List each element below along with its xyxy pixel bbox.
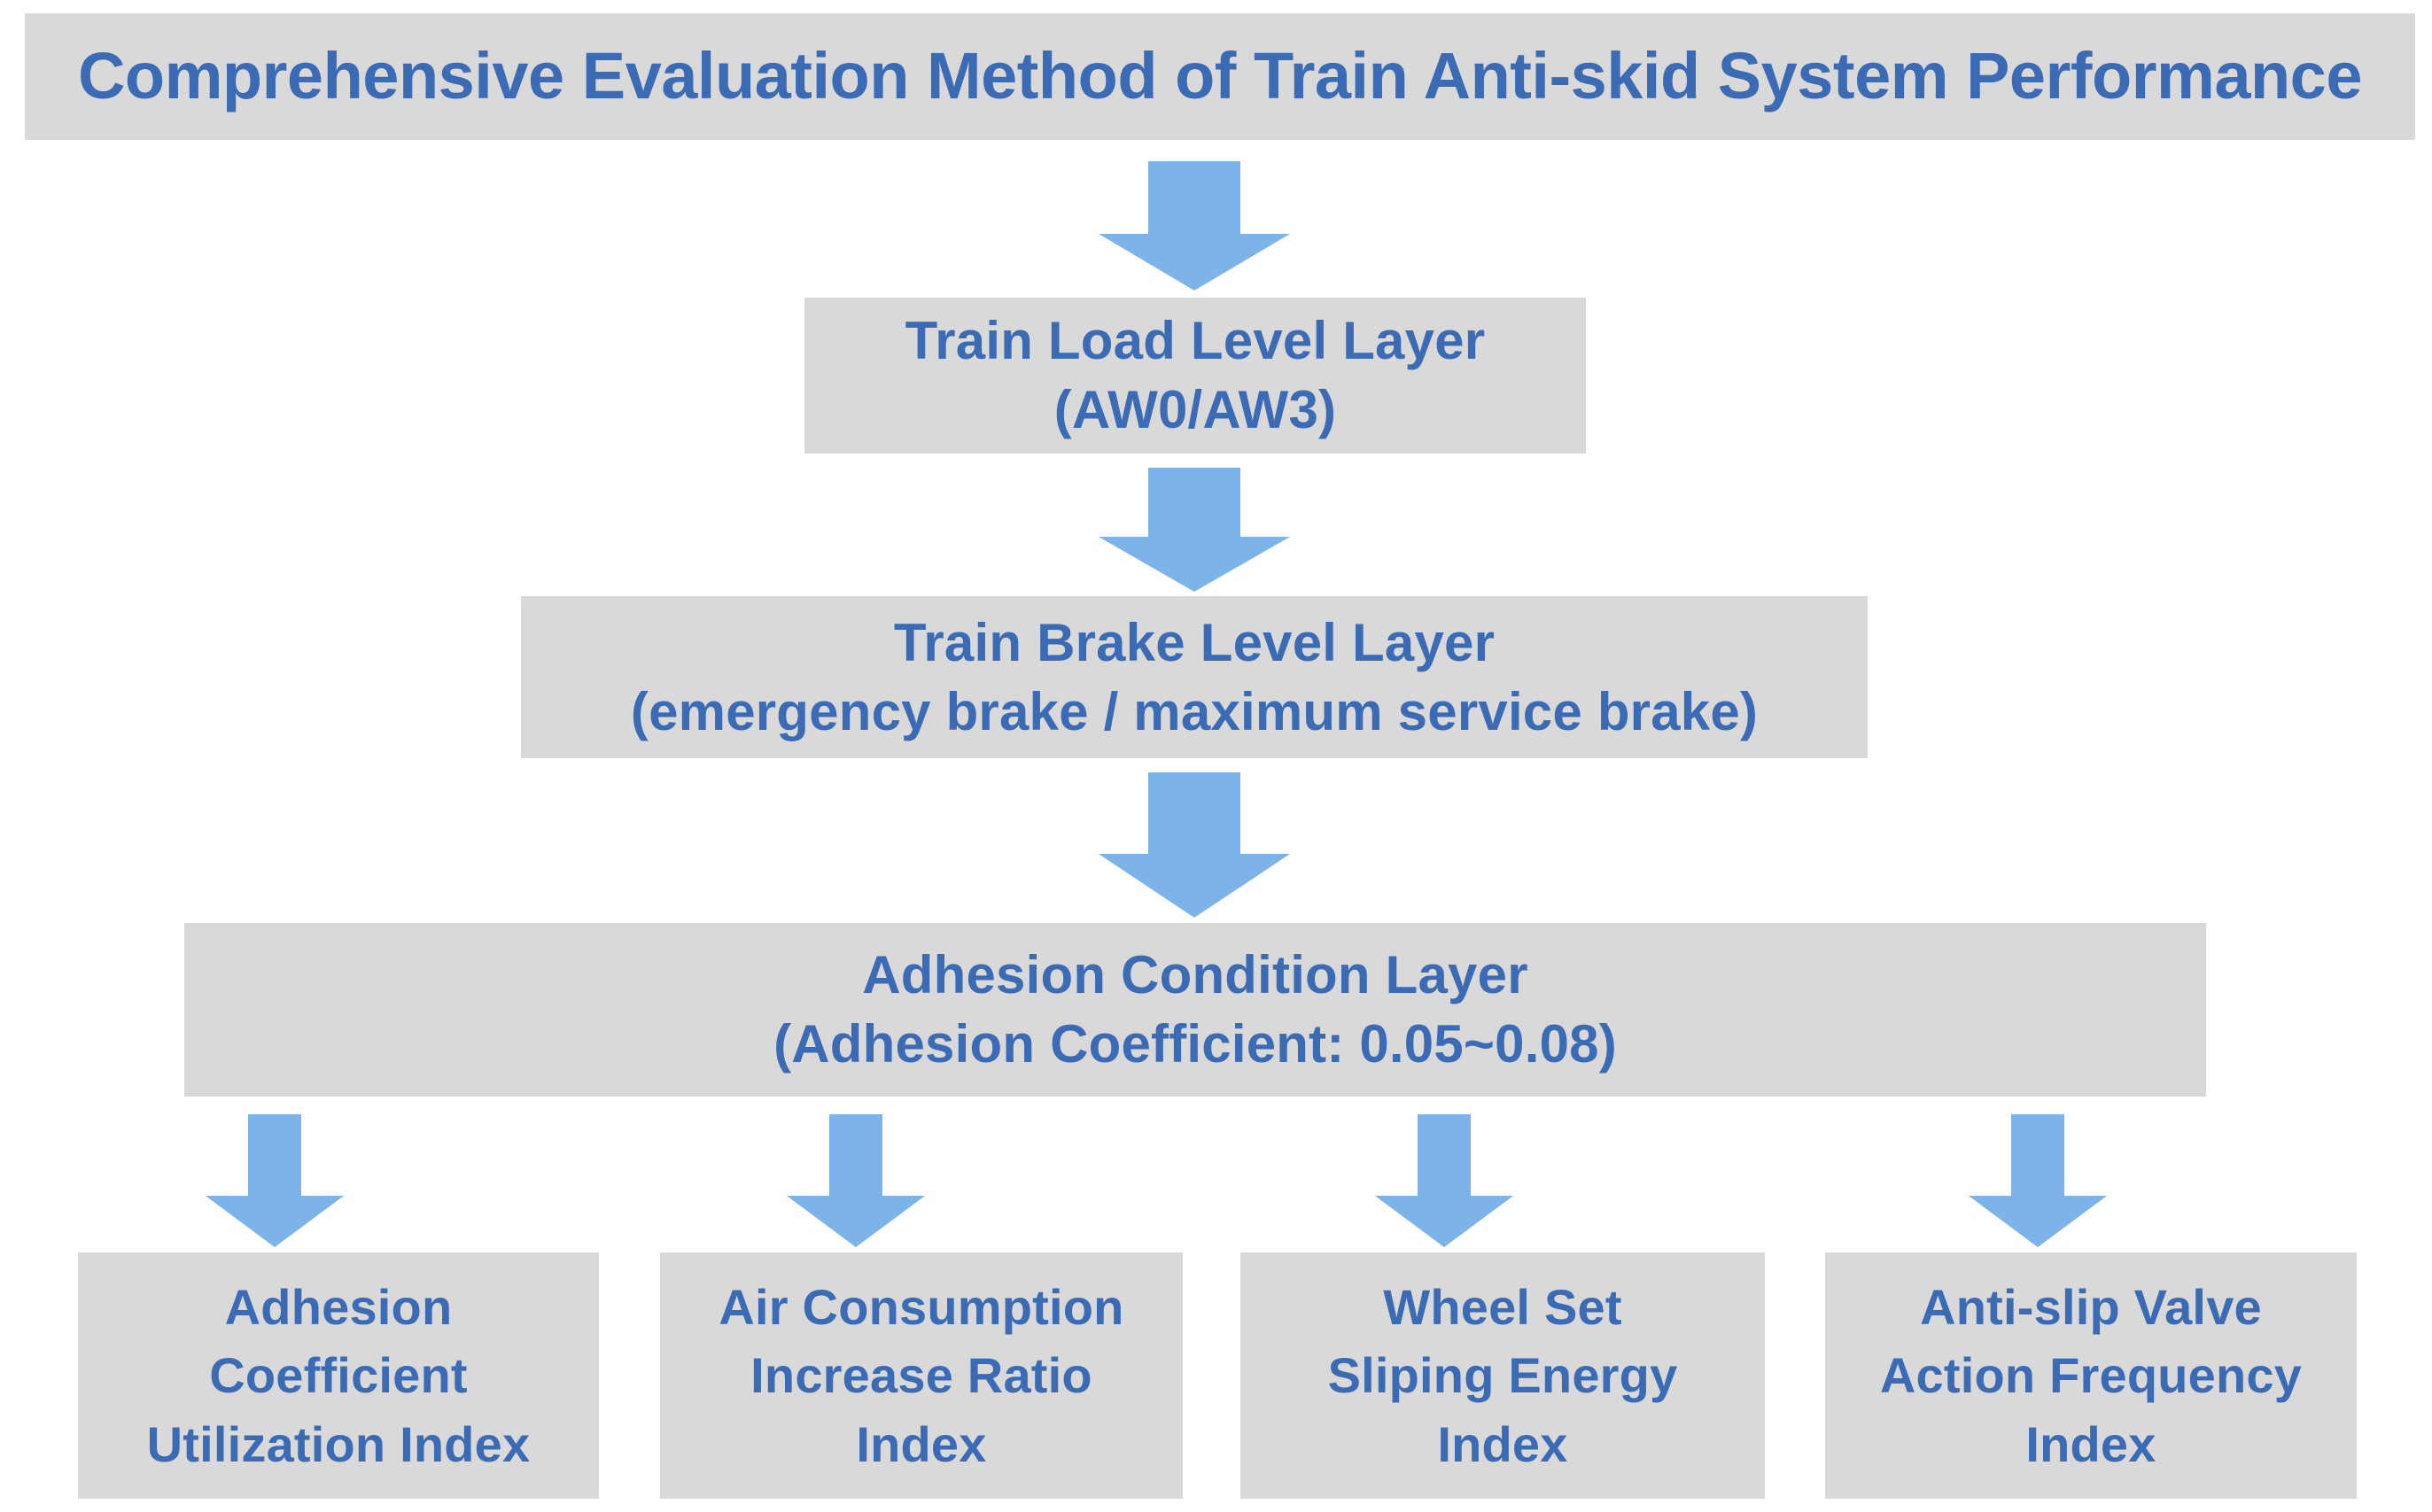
box-line: Utilization Index: [146, 1415, 531, 1472]
box-line: Index: [856, 1415, 987, 1472]
box-line: Train Load Level Layer: [905, 311, 1486, 370]
box-anti-slip-valve-action-frequency-index: Anti-slip Valve Action Frequency Index: [1825, 1252, 2357, 1499]
arrow-adhesion-to-index-2-icon: [1375, 1114, 1513, 1247]
box-line: Sliping Energy: [1327, 1347, 1678, 1404]
diagram-title-banner: Comprehensive Evaluation Method of Train…: [25, 13, 2415, 140]
box-line: (emergency brake / maximum service brake…: [630, 681, 1759, 741]
box-line: Train Brake Level Layer: [893, 612, 1496, 672]
box-line: Wheel Set: [1383, 1279, 1622, 1336]
arrow-adhesion-to-index-0-icon: [206, 1114, 344, 1247]
box-adhesion-condition-layer: Adhesion Condition Layer (Adhesion Coeff…: [184, 923, 2206, 1097]
box-line: Air Consumption: [719, 1279, 1124, 1336]
arrow-title-to-load-icon: [1099, 161, 1290, 291]
box-line: Adhesion Condition Layer: [862, 945, 1528, 1004]
box-line: Action Frequency: [1879, 1347, 2303, 1404]
box-train-load-level-layer: Train Load Level Layer (AW0/AW3): [804, 298, 1586, 454]
box-line: (Adhesion Coefficient: 0.05~0.08): [773, 1014, 1617, 1074]
box-train-brake-level-layer: Train Brake Level Layer (emergency brake…: [521, 596, 1868, 758]
arrow-load-to-brake-icon: [1099, 468, 1290, 592]
box-line: Anti-slip Valve: [1920, 1279, 2262, 1336]
box-line: Adhesion: [224, 1279, 453, 1336]
box-adhesion-coefficient-utilization-index: Adhesion Coefficient Utilization Index: [78, 1252, 599, 1499]
page-title: Comprehensive Evaluation Method of Train…: [77, 39, 2363, 113]
arrow-adhesion-to-index-3-icon: [1969, 1114, 2107, 1247]
arrow-brake-to-adhesion-icon: [1099, 772, 1290, 918]
arrow-adhesion-to-index-1-icon: [787, 1114, 925, 1247]
box-line: Coefficient: [209, 1347, 468, 1404]
box-line: (AW0/AW3): [1053, 380, 1337, 439]
box-wheel-set-sliping-energy-index: Wheel Set Sliping Energy Index: [1240, 1252, 1765, 1499]
box-line: Increase Ratio: [750, 1347, 1092, 1404]
box-air-consumption-increase-ratio-index: Air Consumption Increase Ratio Index: [660, 1252, 1183, 1499]
box-line: Index: [1437, 1415, 1568, 1472]
box-line: Index: [2025, 1415, 2156, 1472]
